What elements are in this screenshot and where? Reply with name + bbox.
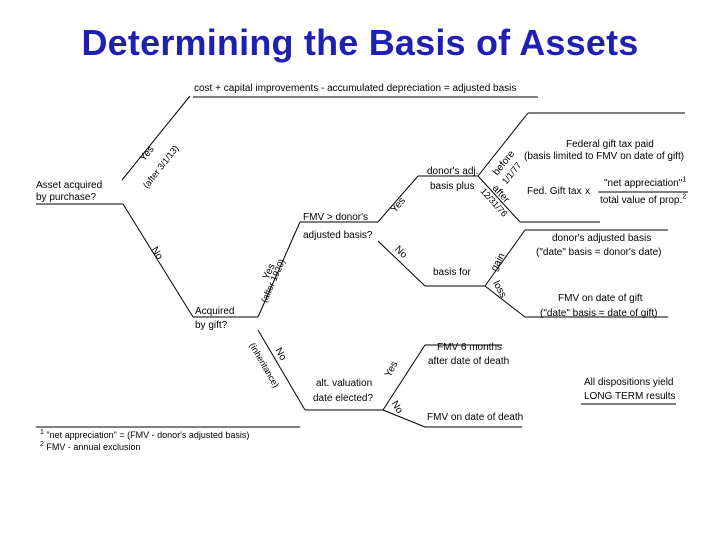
footnote-1-text: "net appreciation" = (FMV - donor's adju… — [46, 430, 250, 440]
footnote-1: 1 "net appreciation" = (FMV - donor's ad… — [40, 429, 250, 441]
formula-text: cost + capital improvements - accumulate… — [194, 83, 517, 94]
basis-for-label: basis for — [433, 267, 471, 278]
footnote-2-text: FMV - annual exclusion — [46, 442, 141, 452]
purchase-question-l2: by purchase? — [36, 192, 97, 203]
fed-gift-tax-label: Fed. Gift tax — [527, 186, 582, 197]
footnote-2: 2 FMV - annual exclusion — [40, 441, 141, 453]
fmv6-l2: after date of death — [428, 356, 510, 367]
fmv-question-l2: adjusted basis? — [303, 230, 373, 241]
gain-result-l1: donor's adjusted basis — [552, 233, 652, 244]
net-appreciation-sup: 1 — [682, 176, 687, 184]
total-value-text: total value of prop. — [600, 195, 683, 206]
purchase-yes-line — [121, 95, 191, 181]
gift-question-l2: by gift? — [195, 320, 228, 331]
loss-line — [484, 285, 526, 318]
total-value-label: total value of prop.2 — [600, 193, 687, 207]
total-value-sup: 2 — [682, 193, 687, 201]
footnote-1-mark: 1 — [40, 429, 44, 436]
after-line — [477, 175, 521, 223]
gift-yes-line — [257, 221, 301, 318]
fed-tax-l1: Federal gift tax paid — [566, 139, 654, 150]
fmv-no-line — [377, 240, 426, 287]
fmv6-l1: FMV 6 months — [437, 342, 503, 353]
purchase-question-l1: Asset acquired — [36, 180, 103, 191]
fmv-question-l1: FMV > donor's — [303, 212, 368, 223]
inheritance-line — [257, 329, 306, 411]
gain-result-l2: ("date" basis = donor's date) — [536, 247, 662, 258]
purchase-no-line — [122, 203, 194, 318]
loss-result-l2: ("date" basis = date of gift) — [540, 308, 658, 319]
alt-valuation-l2: date elected? — [313, 393, 374, 404]
alt-yes-line — [382, 344, 426, 411]
times-symbol: x — [585, 186, 590, 197]
page-title: Determining the Basis of Assets — [81, 22, 639, 63]
fmv-yes-line — [377, 175, 419, 223]
alt-no-line — [382, 409, 426, 428]
gift-question-l1: Acquired — [195, 306, 235, 317]
fed-tax-l2: (basis limited to FMV on date of gift) — [524, 151, 685, 162]
net-appreciation-text: "net appreciation" — [604, 178, 683, 189]
donor-basis-l2: basis plus — [430, 181, 475, 192]
donor-basis-l1: donor's adj. — [427, 166, 479, 177]
fmv-death-label: FMV on date of death — [427, 412, 524, 423]
loss-result-l1: FMV on date of gift — [558, 293, 643, 304]
all-dispositions-l1: All dispositions yield — [584, 377, 674, 388]
all-dispositions-l2: LONG TERM results — [584, 391, 676, 402]
alt-valuation-l1: alt. valuation — [316, 378, 373, 389]
footnote-2-mark: 2 — [40, 441, 44, 448]
net-appreciation-label: "net appreciation"1 — [604, 176, 687, 190]
before-line — [477, 112, 529, 177]
gain-line — [484, 229, 526, 287]
